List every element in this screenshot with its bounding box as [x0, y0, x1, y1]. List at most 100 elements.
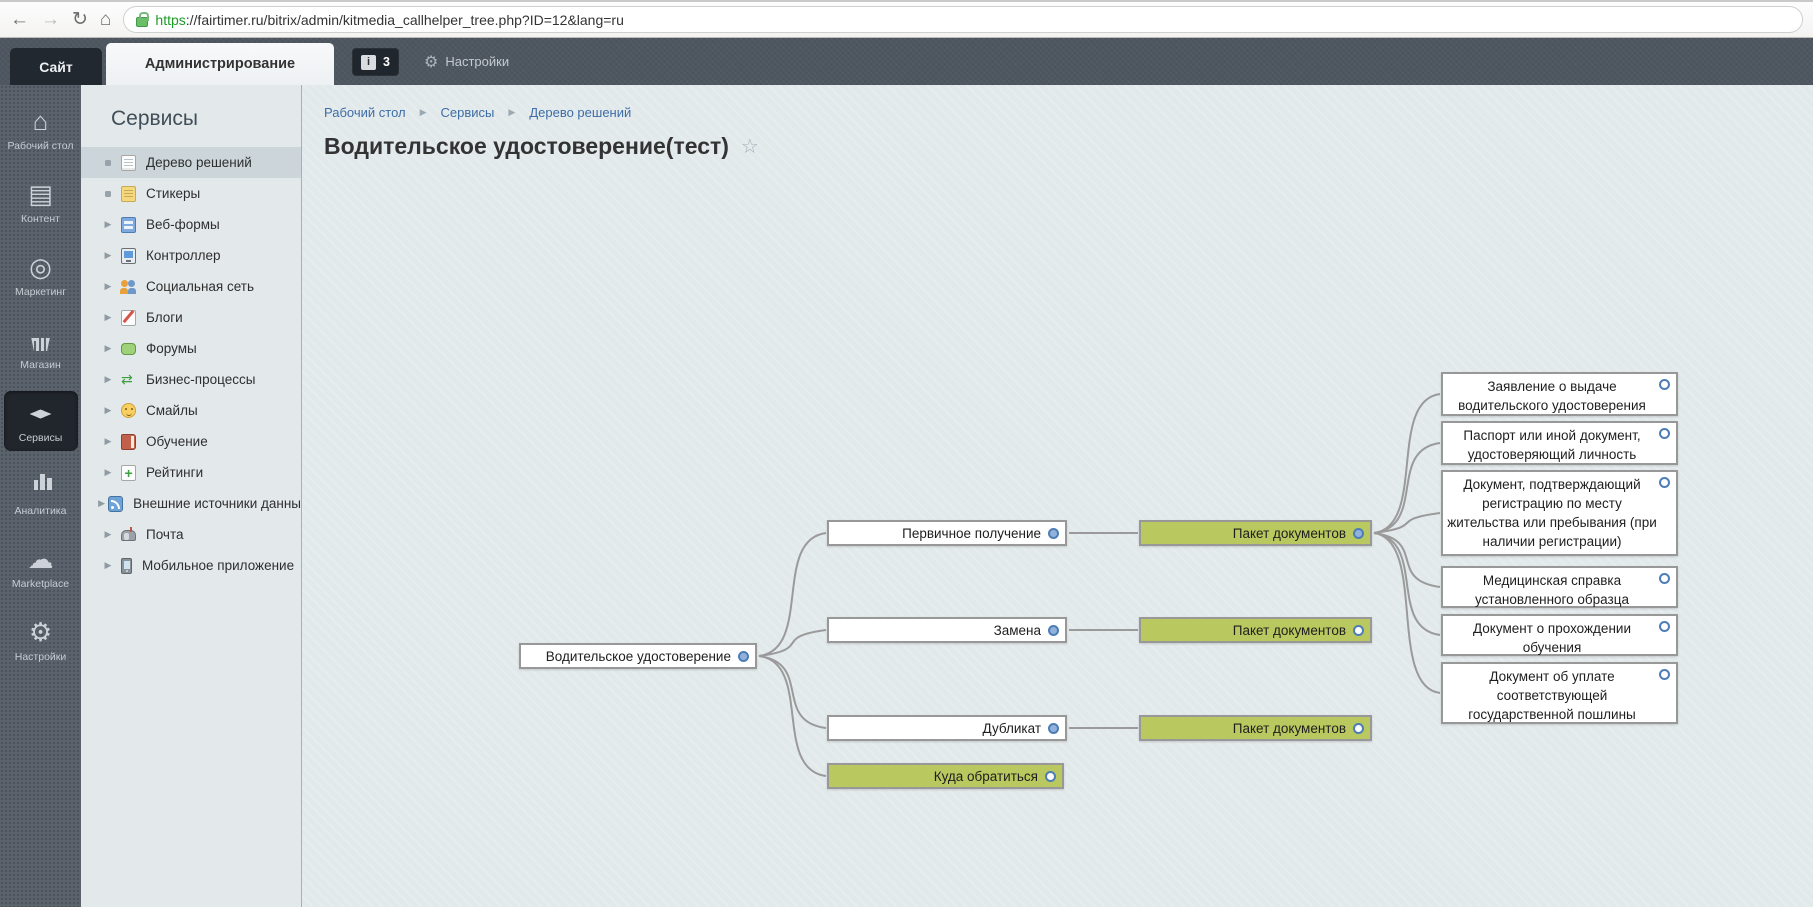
menu-item-label: Рейтинги — [146, 465, 204, 480]
breadcrumb: Рабочий стол▶Сервисы▶Дерево решений — [324, 105, 631, 120]
tree-node-paket1[interactable]: Пакет документов — [1139, 520, 1372, 546]
tree-node-zamena[interactable]: Замена — [827, 617, 1067, 643]
controller-icon — [121, 247, 136, 264]
node-circle-icon[interactable] — [1659, 621, 1670, 632]
sidebar-item-label: Сервисы — [18, 432, 63, 444]
tree-node-label: Пакет документов — [1232, 525, 1346, 541]
tree-node-dublikat[interactable]: Дубликат — [827, 715, 1067, 741]
back-icon[interactable]: ← — [10, 9, 29, 30]
expand-arrow-icon[interactable]: ▶ — [104, 281, 112, 291]
menu-item-controller[interactable]: ▶Контроллер — [81, 240, 301, 271]
menu-item-web-forms[interactable]: ▶Веб-формы — [81, 209, 301, 240]
decision-tree-icon — [121, 154, 136, 171]
breadcrumb-link[interactable]: Дерево решений — [529, 105, 632, 120]
sidebar-item-marketplace[interactable]: ☁Marketplace — [4, 537, 78, 597]
node-circle-icon[interactable] — [1659, 477, 1670, 488]
menu-item-biz-proc[interactable]: ▶ Бизнес-процессы — [81, 364, 301, 395]
breadcrumb-link[interactable]: Рабочий стол — [324, 105, 406, 120]
node-circle-icon[interactable] — [1659, 669, 1670, 680]
main-content: Рабочий стол▶Сервисы▶Дерево решений Води… — [302, 85, 1813, 907]
favorite-star-icon[interactable]: ☆ — [740, 136, 759, 158]
menu-item-label: Бизнес-процессы — [146, 372, 256, 387]
node-circle-icon[interactable] — [1353, 527, 1364, 539]
tree-node-label: Паспорт или иной документ, удостоверяющи… — [1463, 428, 1641, 462]
tree-node-paket2[interactable]: Пакет документов — [1139, 617, 1372, 643]
sidebar-item-marketing[interactable]: ◎Маркетинг — [4, 245, 78, 305]
notifications-button[interactable]: i 3 — [352, 48, 399, 76]
tab-administration[interactable]: Администрирование — [106, 43, 334, 85]
breadcrumb-link[interactable]: Сервисы — [440, 105, 495, 120]
menu-item-decision-tree[interactable]: Дерево решений — [81, 147, 301, 178]
expand-arrow-icon[interactable]: ▶ — [104, 560, 112, 570]
menu-item-mail[interactable]: ▶ Почта — [81, 519, 301, 550]
sidebar-item-analytics[interactable]: Аналитика — [4, 464, 78, 524]
reload-icon[interactable]: ↻ — [72, 9, 88, 30]
tree-node-leaf4[interactable]: Медицинская справка установленного образ… — [1441, 566, 1678, 608]
tree-node-pervichnoe[interactable]: Первичное получение — [827, 520, 1067, 546]
tree-node-leaf6[interactable]: Документ об уплате соответствующей госуд… — [1441, 662, 1678, 724]
sidebar-item-content[interactable]: ▤Контент — [4, 172, 78, 232]
expand-arrow-icon[interactable]: ▶ — [104, 250, 112, 260]
menu-item-label: Почта — [146, 527, 184, 542]
tree-node-root[interactable]: Водительское удостоверение — [519, 643, 757, 669]
expand-arrow-icon[interactable]: ▶ — [104, 436, 112, 446]
expand-arrow-icon[interactable]: ▶ — [104, 529, 112, 539]
sidebar-item-desktop[interactable]: ⌂Рабочий стол — [4, 99, 78, 159]
menu-item-smiles[interactable]: ▶Смайлы — [81, 395, 301, 426]
browser-chrome: ← → ↻ ⌂ https://fairtimer.ru/bitrix/admi… — [0, 0, 1813, 38]
tree-edge — [758, 655, 827, 777]
tab-site[interactable]: Сайт — [10, 48, 102, 85]
tree-node-paket3[interactable]: Пакет документов — [1139, 715, 1372, 741]
menu-item-label: Форумы — [146, 341, 197, 356]
menu-item-social[interactable]: ▶Социальная сеть — [81, 271, 301, 302]
expand-arrow-icon[interactable]: ▶ — [104, 374, 112, 384]
expand-arrow-icon[interactable]: ▶ — [104, 312, 112, 322]
menu-item-stickers[interactable]: Стикеры — [81, 178, 301, 209]
node-circle-icon[interactable] — [1353, 624, 1364, 636]
sidebar-item-settings[interactable]: ⚙Настройки — [4, 610, 78, 670]
sidebar-item-shop[interactable]: Магазин — [4, 318, 78, 378]
menu-item-forums[interactable]: ▶ Форумы — [81, 333, 301, 364]
forums-icon — [121, 342, 136, 355]
node-circle-icon[interactable] — [1659, 428, 1670, 439]
topbar-settings-button[interactable]: ⚙ Настройки — [424, 38, 509, 85]
menu-item-blogs[interactable]: ▶Блоги — [81, 302, 301, 333]
services-menu-title: Сервисы — [111, 107, 199, 130]
expand-arrow-icon[interactable]: ▶ — [104, 343, 112, 353]
menu-item-training[interactable]: ▶Обучение — [81, 426, 301, 457]
node-circle-icon[interactable] — [1659, 573, 1670, 584]
expand-arrow-icon[interactable]: ▶ — [104, 467, 112, 477]
expand-arrow-icon[interactable]: ▶ — [104, 405, 112, 415]
tree-node-kuda[interactable]: Куда обратиться — [827, 763, 1064, 789]
home-icon[interactable]: ⌂ — [99, 9, 112, 30]
bar-chart-icon — [34, 472, 52, 500]
tree-node-leaf5[interactable]: Документ о прохождении обучения — [1441, 614, 1678, 656]
tree-node-label: Куда обратиться — [933, 768, 1038, 784]
sidebar-item-services[interactable]: Сервисы — [3, 391, 78, 451]
training-icon — [121, 433, 136, 450]
node-circle-icon[interactable] — [1048, 527, 1059, 539]
node-circle-icon[interactable] — [1045, 770, 1056, 782]
tree-node-leaf1[interactable]: Заявление о выдаче водительского удостов… — [1441, 372, 1678, 416]
bar-chart-icon-shape — [34, 474, 52, 490]
expand-arrow-icon[interactable]: ▶ — [104, 219, 112, 229]
node-circle-icon[interactable] — [1659, 379, 1670, 390]
tree-node-leaf3[interactable]: Документ, подтверждающий регистрацию по … — [1441, 470, 1678, 556]
forward-icon[interactable]: → — [41, 9, 60, 30]
node-circle-icon[interactable] — [738, 650, 749, 662]
menu-item-ratings[interactable]: ▶ Рейтинги — [81, 457, 301, 488]
node-circle-icon[interactable] — [1048, 722, 1059, 734]
social-icon — [120, 279, 136, 295]
menu-item-mobile-app[interactable]: ▶Мобильное приложение — [81, 550, 301, 581]
node-circle-icon[interactable] — [1048, 624, 1059, 636]
node-circle-icon[interactable] — [1353, 722, 1364, 734]
tree-node-leaf2[interactable]: Паспорт или иной документ, удостоверяющи… — [1441, 421, 1678, 465]
url-bar[interactable]: https://fairtimer.ru/bitrix/admin/kitmed… — [123, 6, 1803, 33]
tree-node-label: Документ, подтверждающий регистрацию по … — [1447, 477, 1657, 549]
cloud-icon: ☁ — [27, 544, 54, 574]
notifications-count: 3 — [383, 55, 390, 69]
menu-item-external-src[interactable]: ▶Внешние источники данны — [81, 488, 301, 519]
expand-arrow-icon[interactable]: ▶ — [98, 498, 106, 508]
bullet-icon — [97, 159, 119, 166]
https-lock-icon[interactable] — [136, 11, 150, 27]
